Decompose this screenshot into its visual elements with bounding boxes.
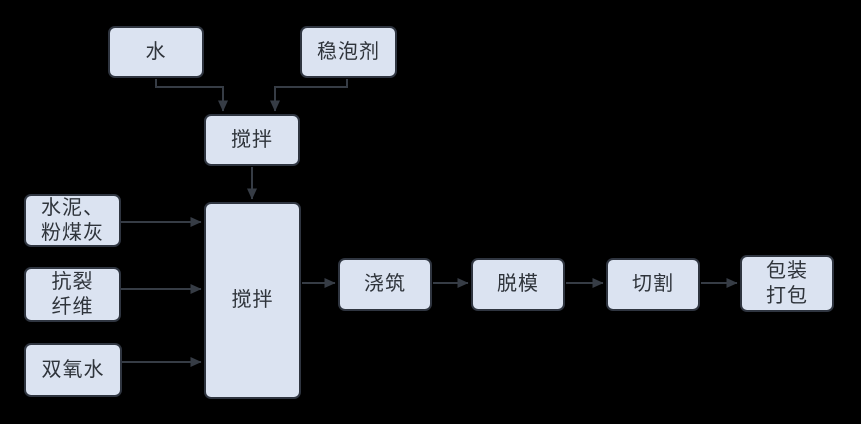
flow-node-cutting: 切割 [606, 258, 700, 311]
flow-node-label-cement-flyash: 水泥、 粉煤灰 [41, 196, 104, 244]
flow-node-packing: 包装 打包 [740, 255, 834, 312]
flow-node-label-mix-1: 搅拌 [231, 128, 273, 151]
flow-node-cement-flyash: 水泥、 粉煤灰 [24, 194, 121, 247]
flow-node-pouring: 浇筑 [338, 258, 432, 311]
flow-node-hydrogen-peroxide: 双氧水 [24, 343, 122, 397]
flow-node-label-anticrack-fiber: 抗裂 纤维 [51, 270, 94, 318]
flow-arrow-foam-stabilizer-to-mix-1 [270, 79, 348, 112]
flow-node-anticrack-fiber: 抗裂 纤维 [24, 267, 121, 322]
flow-node-label-cutting: 切割 [632, 273, 674, 295]
flow-node-label-hydrogen-peroxide: 双氧水 [41, 358, 105, 381]
flow-node-label-demolding: 脱模 [497, 273, 539, 295]
flow-node-label-foam-stabilizer: 稳泡剂 [317, 40, 380, 63]
flow-node-water: 水 [108, 26, 204, 78]
flow-node-label-mix-2: 搅拌 [231, 289, 274, 311]
flow-node-demolding: 脱模 [471, 258, 565, 311]
flow-node-label-pouring: 浇筑 [364, 273, 406, 295]
flow-node-foam-stabilizer: 稳泡剂 [300, 26, 397, 78]
flow-arrow-water-to-mix-1 [155, 79, 228, 112]
flow-node-mix-1: 搅拌 [204, 114, 300, 166]
flow-node-label-packing: 包装 打包 [766, 259, 808, 307]
flow-node-mix-2: 搅拌 [204, 202, 301, 399]
flow-node-label-water: 水 [145, 40, 167, 63]
